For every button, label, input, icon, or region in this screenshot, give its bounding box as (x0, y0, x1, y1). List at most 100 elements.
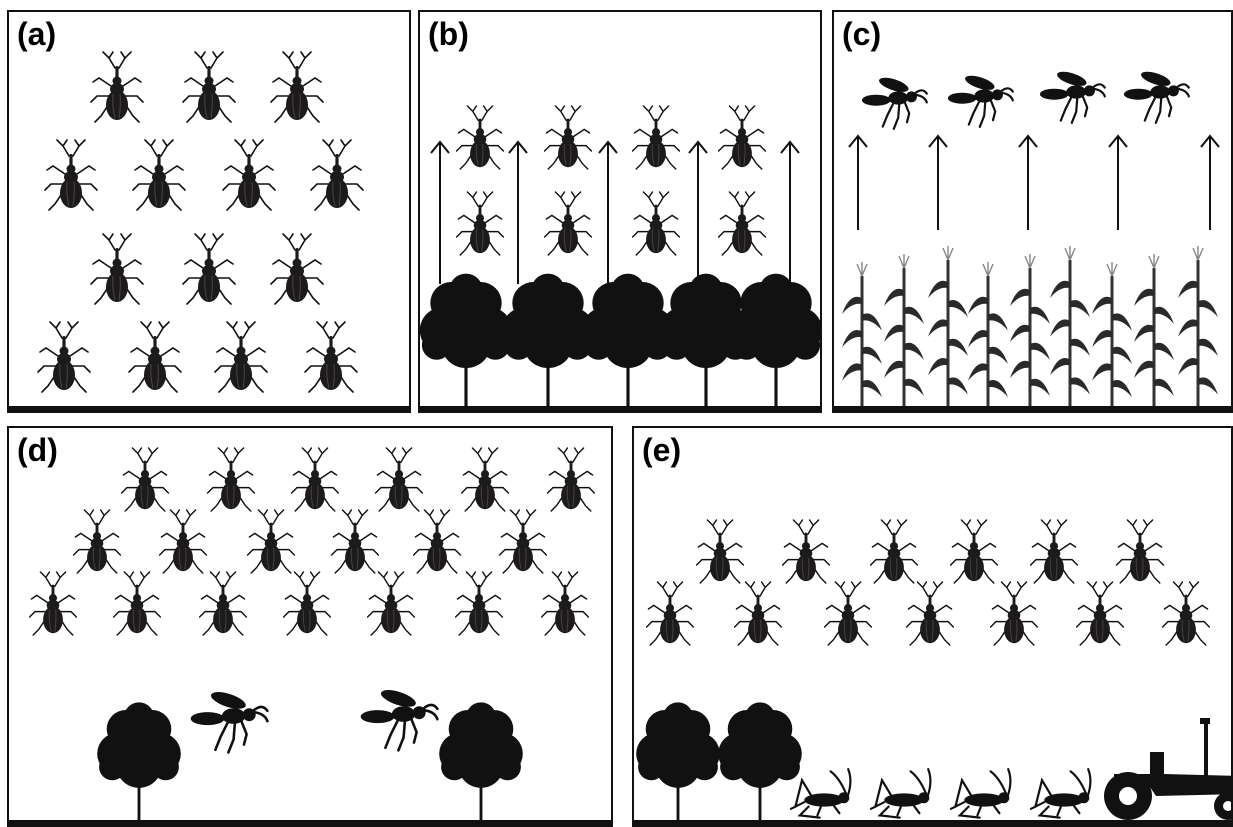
weevil-icon (44, 139, 98, 211)
weevil-icon (717, 191, 767, 256)
ground-cricket-icon (949, 768, 1012, 819)
tree-icon (718, 702, 802, 824)
weevil-icon (304, 321, 358, 393)
panel-c-scene (842, 71, 1220, 406)
parasitoid-wasp-icon (1123, 71, 1190, 124)
ground-line (9, 820, 611, 825)
panel-e-scene (636, 519, 1231, 824)
weevil-icon (290, 447, 340, 512)
up-arrow-icon (1108, 134, 1128, 230)
weevil-icon (72, 509, 122, 574)
weevil-icon (905, 581, 955, 646)
weevil-icon (717, 105, 767, 170)
tractor-group (1104, 718, 1231, 820)
weevil-icon (781, 519, 831, 584)
corn-plant-icon (1050, 246, 1090, 406)
panel-d-scene (28, 447, 596, 824)
weevil-icon (120, 447, 170, 512)
weevil-group (37, 51, 364, 393)
weevil-icon (158, 509, 208, 574)
up-arrow-icon (688, 140, 708, 284)
up-arrow-icon (598, 140, 618, 284)
weevil-icon (132, 139, 186, 211)
weevil-icon (412, 509, 462, 574)
panel-label: (b) (428, 16, 469, 52)
weevil-icon (270, 233, 324, 305)
arrow-group (430, 140, 800, 284)
weevil-icon (543, 105, 593, 170)
weevil-icon (823, 581, 873, 646)
corn-plant-icon (842, 262, 882, 406)
weevil-group (28, 447, 596, 636)
up-arrow-icon (430, 140, 450, 284)
weevil-icon (330, 509, 380, 574)
weevil-icon (631, 191, 681, 256)
panel-label: (c) (842, 16, 882, 52)
up-arrow-icon (508, 140, 528, 284)
parasitoid-wasp-icon (861, 77, 928, 130)
weevil-icon (869, 519, 919, 584)
weevil-icon (460, 447, 510, 512)
parasitoid-wasp-icon (947, 75, 1014, 128)
weevil-icon (631, 105, 681, 170)
tree-icon (581, 273, 675, 408)
weevil-icon (222, 139, 276, 211)
parasitoid-wasp-icon (1039, 71, 1106, 124)
weevil-icon (182, 51, 236, 123)
panel-c: (c) (832, 10, 1233, 413)
weevil-icon (733, 581, 783, 646)
weevil-icon (128, 321, 182, 393)
up-arrow-icon (928, 134, 948, 230)
weevil-icon (28, 571, 78, 636)
panel-a: (a) (7, 10, 411, 413)
weevil-icon (1029, 519, 1079, 584)
panel-label: (d) (17, 432, 58, 468)
corn-plant-icon (1178, 246, 1218, 406)
weevil-icon (498, 509, 548, 574)
weevil-icon (90, 233, 144, 305)
panel-label: (a) (17, 16, 57, 52)
parasitoid-wasp-icon (190, 692, 269, 754)
corn-plant-icon (928, 246, 968, 406)
panel-b: (b) (418, 10, 822, 413)
panel-e: (e) (632, 426, 1233, 827)
weevil-icon (214, 321, 268, 393)
wasp-group (190, 690, 439, 754)
ground-cricket-icon (869, 768, 932, 819)
weevil-icon (695, 519, 745, 584)
weevil-icon (90, 51, 144, 123)
weevil-icon (1115, 519, 1165, 584)
tree-icon (97, 702, 181, 824)
panel-b-scene (420, 105, 820, 408)
tree-icon (636, 702, 720, 824)
up-arrow-icon (848, 134, 868, 230)
tree-group (420, 273, 820, 408)
weevil-icon (37, 321, 91, 393)
tree-icon (439, 702, 523, 824)
up-arrow-icon (780, 140, 800, 284)
corn-plant-icon (1092, 262, 1132, 406)
weevil-group (455, 105, 767, 256)
weevil-icon (543, 191, 593, 256)
tree-icon (659, 273, 753, 408)
weevil-icon (310, 139, 364, 211)
weevil-icon (546, 447, 596, 512)
weevil-icon (374, 447, 424, 512)
ground-line (634, 820, 1231, 825)
corn-group (842, 246, 1218, 406)
tree-group (636, 702, 802, 824)
weevil-icon (198, 571, 248, 636)
panel-label: (e) (642, 432, 682, 468)
weevil-icon (645, 581, 695, 646)
weevil-icon (112, 571, 162, 636)
ground-line (834, 406, 1231, 411)
weevil-icon (989, 581, 1039, 646)
weevil-icon (182, 233, 236, 305)
weevil-icon (206, 447, 256, 512)
ground-line (420, 406, 820, 411)
panel-d: (d) (7, 426, 613, 827)
weevil-icon (282, 571, 332, 636)
tractor-icon (1104, 718, 1231, 820)
up-arrow-icon (1200, 134, 1220, 230)
cricket-group (789, 768, 1092, 819)
